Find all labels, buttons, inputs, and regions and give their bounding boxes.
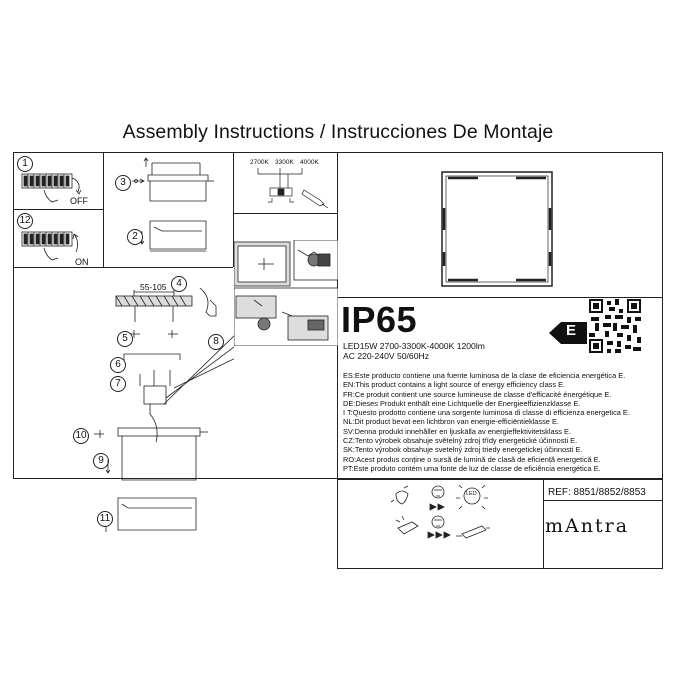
- step-number-3: 3: [115, 175, 131, 191]
- ip-rating: IP65: [341, 299, 418, 340]
- step-number-4: 4: [171, 276, 187, 292]
- divider: [337, 479, 663, 480]
- cct-selector-diagram: [257, 168, 329, 209]
- wiring-connector-diagram: [234, 240, 338, 346]
- cover-removal-diagram: [132, 157, 214, 252]
- compliance-line: EN:This product contains a light source …: [343, 380, 566, 390]
- compliance-line: FR:Ce produit contient une source lumine…: [343, 389, 612, 399]
- page-title: Assembly Instructions / Instrucciones De…: [122, 121, 554, 143]
- compliance-line: SV:Denna produkt innehåller en ljuskälla…: [343, 426, 572, 436]
- brand-logo: mAntra: [545, 515, 630, 537]
- spec-power: LED15W 2700-3300K-4000K 1200lm: [343, 341, 485, 351]
- spec-voltage: AC 220-240V 50/60Hz: [343, 351, 429, 361]
- step-number-6: 6: [110, 357, 126, 373]
- mounting-dimension: 55-105: [140, 282, 167, 292]
- divider: [233, 213, 337, 214]
- compliance-line: CZ:Tento výrobek obsahuje světelný zdroj…: [343, 436, 578, 446]
- divider: [337, 297, 663, 298]
- divider: [543, 479, 544, 569]
- divider: [543, 500, 663, 501]
- instructions-frame: [13, 152, 663, 479]
- off-label: OFF: [70, 196, 88, 206]
- divider: [13, 209, 103, 210]
- divider: [103, 152, 104, 267]
- compliance-line: NL:Dit product bevat een lichtbron van e…: [343, 417, 559, 427]
- energy-class: E: [566, 322, 577, 339]
- cct-2700k: 2700K: [250, 159, 269, 166]
- fixture-install-diagram: [94, 427, 208, 532]
- energy-label-icon: [549, 322, 587, 344]
- step-number-7: 7: [110, 376, 126, 392]
- breaker-off-icon: [21, 173, 82, 203]
- product-reference: REF: 8851/8852/8853: [548, 487, 646, 498]
- step-number-5: 5: [117, 331, 133, 347]
- divider: [13, 267, 233, 268]
- divider: [337, 152, 338, 569]
- step-number-11: 11: [97, 511, 113, 527]
- compliance-line: I T:Questo prodotto contiene una sorgent…: [343, 408, 630, 418]
- step-number-1: 1: [17, 156, 33, 172]
- cct-3300k: 3300K: [275, 159, 294, 166]
- qr-code-icon: [589, 299, 641, 353]
- care-icons: [390, 484, 490, 539]
- product-top-view: [441, 171, 553, 287]
- breaker-on-icon: [21, 231, 79, 261]
- step-number-12: 12: [17, 213, 33, 229]
- step-number-9: 9: [93, 453, 109, 469]
- compliance-list: ES:Este producto contiene una fuente lum…: [343, 371, 630, 473]
- step-number-2: 2: [127, 229, 143, 245]
- step-number-10: 10: [73, 428, 89, 444]
- compliance-line: ES:Este producto contiene una fuente lum…: [343, 371, 626, 380]
- compliance-line: SK:Tento výrobok obsahuje svetelný zdroj…: [343, 445, 583, 455]
- compliance-line: PT:Este produto contém uma fonte de luz …: [343, 463, 601, 473]
- divider: [233, 152, 234, 267]
- mounting-diagram: [115, 288, 234, 443]
- compliance-line: RO:Acest produs conține o sursă de lumin…: [343, 454, 601, 464]
- on-label: ON: [75, 257, 89, 267]
- cct-4000k: 4000K: [300, 159, 319, 166]
- step-number-8: 8: [208, 334, 224, 350]
- compliance-line: DE:Dieses Produkt enthält eine Lichtquel…: [343, 398, 581, 408]
- led-label: LED: [466, 491, 477, 497]
